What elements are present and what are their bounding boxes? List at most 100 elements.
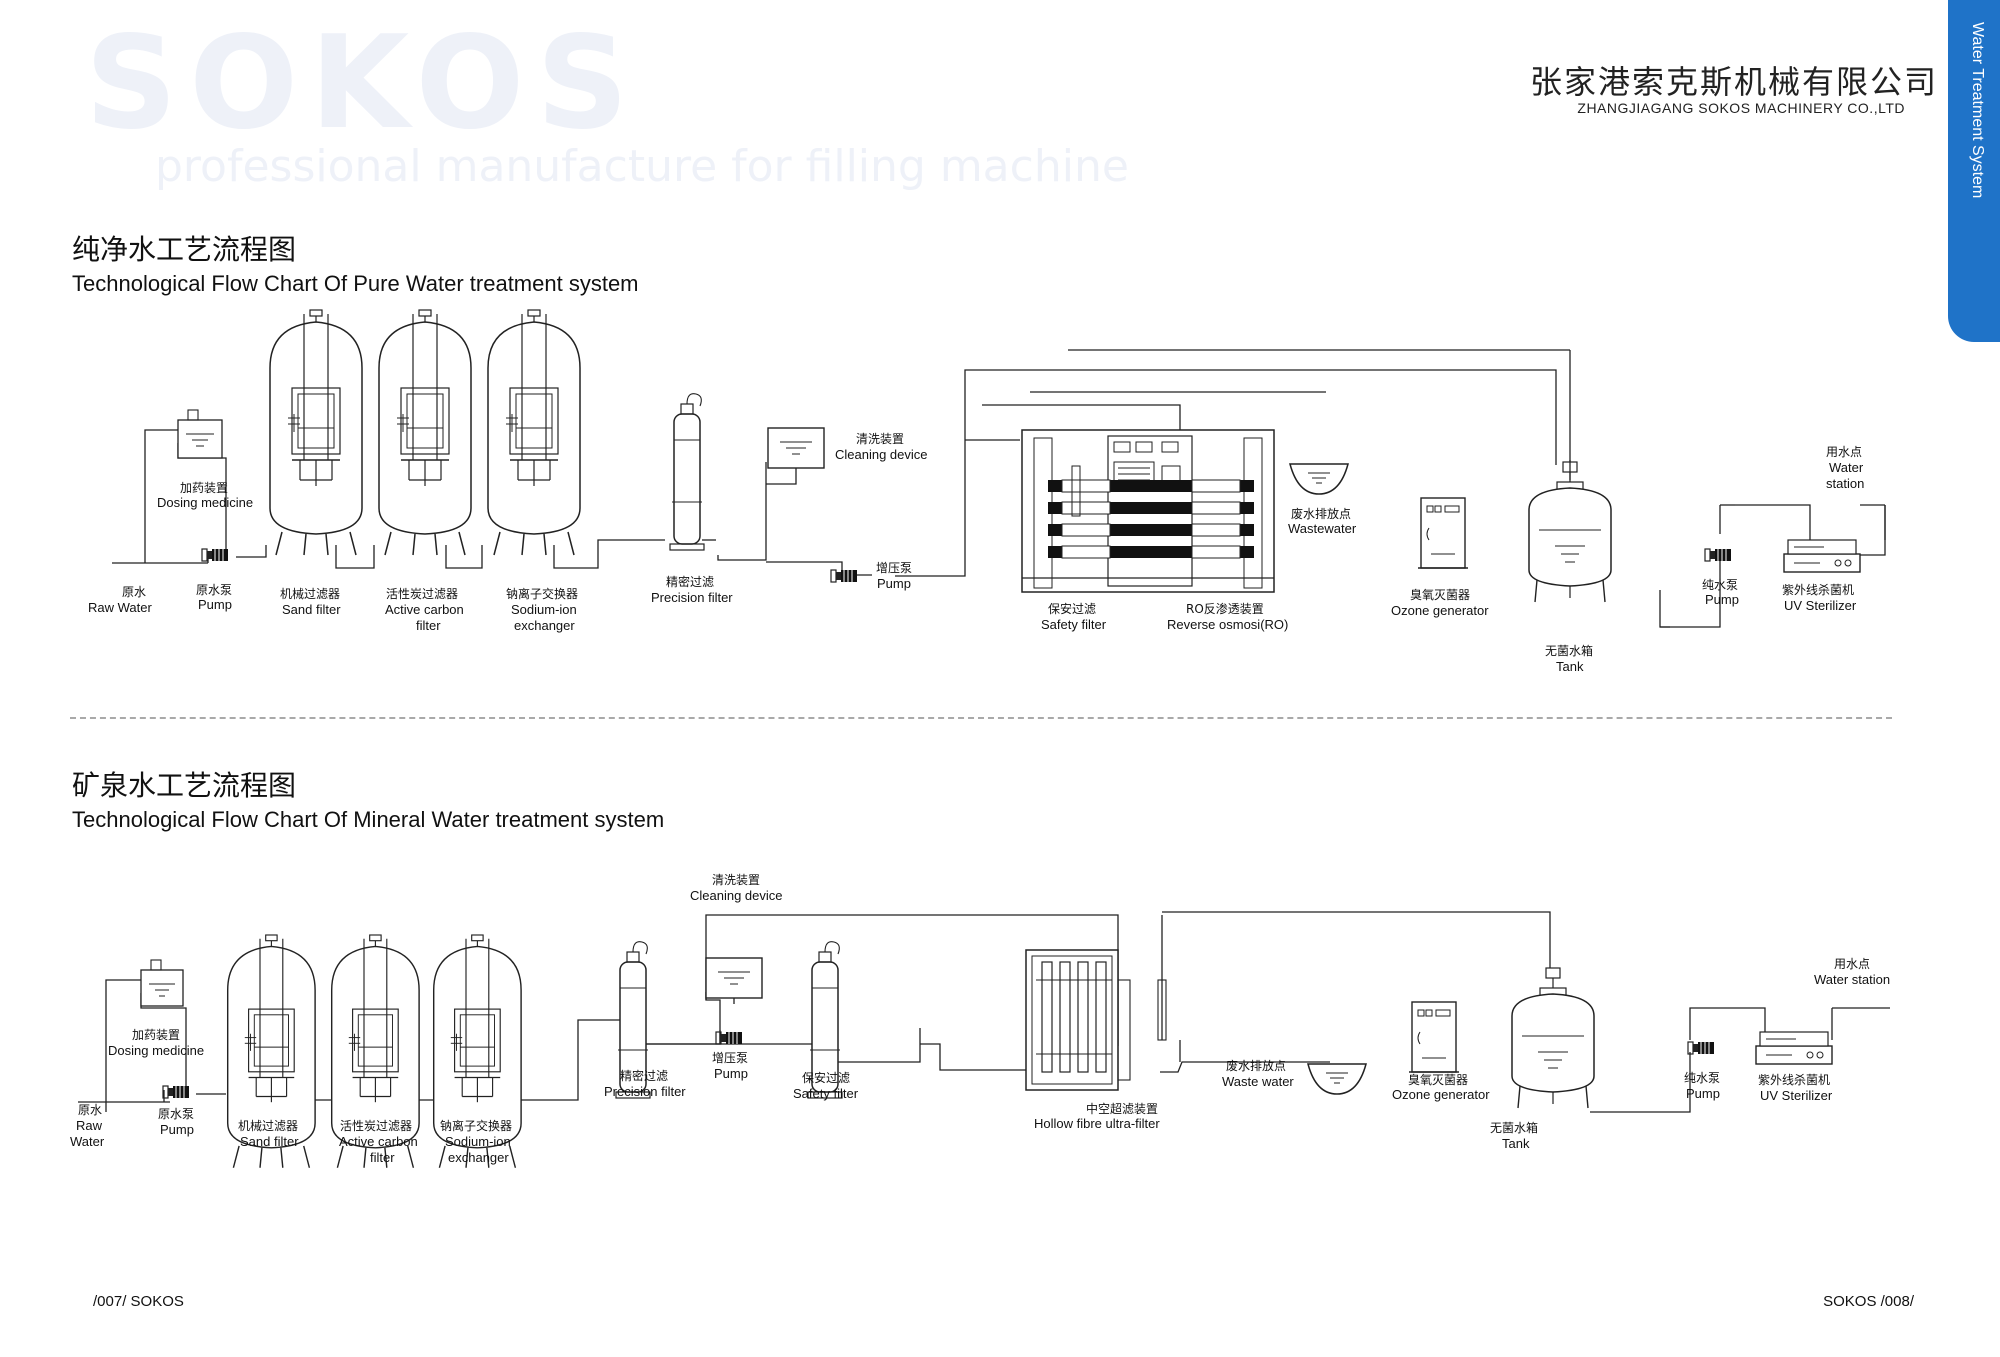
mineral-label-pump1-en: Pump — [160, 1122, 194, 1137]
pure-label-tank-en: Tank — [1556, 659, 1584, 674]
pure-ozone-generator-icon — [1417, 497, 1469, 569]
mineral-label-carbon-en2: filter — [370, 1150, 395, 1165]
side-tab-label: Water Treatment System — [1969, 22, 1986, 199]
mineral-label-station-cn: 用水点 — [1834, 957, 1870, 971]
pure-carbon-filter-icon — [378, 309, 472, 556]
pure-raw-pump-icon — [201, 548, 229, 562]
pure-piping — [112, 349, 1886, 628]
section-divider — [70, 717, 1892, 719]
mineral-water-pump-icon — [1687, 1041, 1715, 1055]
pure-label-boost-cn: 增压泵 — [876, 561, 912, 575]
mineral-label-pump1-cn: 原水泵 — [158, 1107, 194, 1121]
pure-label-station-cn: 用水点 — [1826, 445, 1862, 459]
pure-precision-filter-icon — [669, 392, 705, 551]
mineral-label-uf-en: Hollow fibre ultra-filter — [1034, 1116, 1160, 1131]
pure-label-waste-cn: 废水排放点 — [1291, 506, 1351, 521]
mineral-label-pure-pump-en: Pump — [1686, 1086, 1720, 1101]
mineral-dosing-tank — [140, 959, 184, 1007]
mineral-label-cleaning-cn: 清洗装置 — [712, 873, 760, 887]
pure-label-uv-en: UV Sterilizer — [1784, 598, 1857, 613]
page-number-left: /007/ SOKOS — [93, 1293, 184, 1310]
pure-sodium-exchanger-icon — [487, 309, 581, 556]
pure-label-ozone-en: Ozone generator — [1391, 603, 1489, 618]
mineral-label-raw-water-cn: 原水 — [78, 1103, 102, 1117]
pure-cleaning-device-icon — [767, 427, 825, 469]
mineral-label-sand-cn: 机械过滤器 — [238, 1118, 298, 1133]
pure-ro-unit-icon — [1021, 429, 1275, 593]
pure-label-pure-pump-en: Pump — [1705, 592, 1739, 607]
mineral-ozone-generator-icon — [1408, 1001, 1460, 1073]
mineral-label-tank-en: Tank — [1502, 1136, 1530, 1151]
mineral-label-sand-en: Sand filter — [240, 1134, 299, 1149]
pure-flow-diagram: 原水 Raw Water 原水泵 Pump 加药装置 Dosing medici… — [88, 309, 1886, 674]
mineral-label-precision-cn: 精密过滤 — [620, 1068, 668, 1083]
mineral-label-dosing-en: Dosing medicine — [108, 1043, 204, 1058]
pure-label-dosing-en: Dosing medicine — [157, 495, 253, 510]
mineral-label-tank-cn: 无菌水箱 — [1490, 1120, 1538, 1135]
pure-booster-pump-icon — [830, 569, 858, 583]
mineral-label-sodium-en2: exchanger — [448, 1150, 509, 1165]
pure-label-sodium-cn: 钠离子交换器 — [506, 586, 578, 601]
mineral-raw-pump-icon — [162, 1085, 190, 1099]
pure-label-cleaning-en: Cleaning device — [835, 447, 928, 462]
company-name-en: ZHANGJIAGANG SOKOS MACHINERY CO.,LTD — [1577, 100, 1905, 116]
pure-water-pump-icon — [1704, 548, 1732, 562]
mineral-label-boost-cn: 增压泵 — [712, 1051, 748, 1065]
pure-label-carbon-cn: 活性炭过滤器 — [386, 587, 458, 601]
mineral-label-sodium-cn: 钠离子交换器 — [440, 1118, 512, 1133]
mineral-label-boost-en: Pump — [714, 1066, 748, 1081]
pure-label-sodium-en2: exchanger — [514, 618, 575, 633]
pure-label-ro-cn: RO反渗透装置 — [1186, 601, 1264, 616]
pure-label-raw-water-en: Raw Water — [88, 600, 152, 615]
pure-label-precision-en: Precision filter — [651, 590, 733, 605]
page-number-right: SOKOS /008/ — [1823, 1293, 1914, 1310]
mineral-title-en: Technological Flow Chart Of Mineral Wate… — [72, 807, 665, 832]
pure-title-en: Technological Flow Chart Of Pure Water t… — [72, 271, 639, 296]
mineral-label-station-en: Water station — [1814, 972, 1890, 987]
mineral-label-cleaning-en: Cleaning device — [690, 888, 783, 903]
pure-label-ozone-cn: 臭氧灭菌器 — [1410, 587, 1470, 602]
mineral-uv-sterilizer-icon — [1755, 1031, 1833, 1065]
mineral-label-dosing-cn: 加药装置 — [132, 1028, 180, 1042]
watermark-tagline: professional manufacture for filling mac… — [155, 141, 1129, 192]
mineral-label-precision-en: Precision filter — [604, 1084, 686, 1099]
mineral-label-safety-en: Safety filter — [793, 1086, 859, 1101]
pure-label-ro-en: Reverse osmosi(RO) — [1167, 617, 1288, 632]
pure-label-pump1-en: Pump — [198, 597, 232, 612]
pure-label-pump1-cn: 原水泵 — [196, 583, 232, 597]
mineral-label-raw-water-en2: Water — [70, 1134, 105, 1149]
mineral-label-pure-pump-cn: 纯水泵 — [1684, 1071, 1720, 1085]
company-name-cn: 张家港索克斯机械有限公司 — [1529, 63, 1938, 101]
pure-label-carbon-en2: filter — [416, 618, 441, 633]
mineral-label-waste-en: Waste water — [1222, 1074, 1294, 1089]
pure-label-sodium-en1: Sodium-ion — [511, 602, 577, 617]
mineral-label-waste-cn: 废水排放点 — [1226, 1058, 1286, 1073]
pure-label-sand-cn: 机械过滤器 — [280, 586, 340, 601]
mineral-sterile-tank-icon — [1511, 967, 1595, 1109]
pure-label-tank-cn: 无菌水箱 — [1545, 643, 1593, 658]
pure-dosing-tank — [177, 409, 223, 459]
pure-label-station-en2: station — [1826, 476, 1864, 491]
pure-label-waste-en: Wastewater — [1288, 521, 1357, 536]
pure-label-carbon-en1: Active carbon — [385, 602, 464, 617]
mineral-label-uv-en: UV Sterilizer — [1760, 1088, 1833, 1103]
pure-label-pure-pump-cn: 纯水泵 — [1702, 578, 1738, 592]
pure-label-safety-cn: 保安过滤 — [1048, 601, 1096, 616]
watermark-brand: SOKOS — [85, 9, 641, 158]
pure-label-station-en1: Water — [1829, 460, 1864, 475]
mineral-label-uv-cn: 紫外线杀菌机 — [1758, 1072, 1830, 1087]
mineral-title-cn: 矿泉水工艺流程图 — [72, 769, 297, 802]
side-tab[interactable] — [1948, 0, 2000, 342]
pure-title-cn: 纯净水工艺流程图 — [72, 233, 297, 266]
mineral-flow-diagram: 原水 Raw Water 原水泵 Pump 加药装置 Dosing medici… — [70, 873, 1890, 1169]
mineral-label-carbon-en1: Active carbon — [339, 1134, 418, 1149]
pure-sterile-tank-icon — [1528, 461, 1612, 603]
pure-label-cleaning-cn: 清洗装置 — [856, 432, 904, 446]
pure-uv-sterilizer-icon — [1783, 539, 1861, 573]
mineral-label-raw-water-en1: Raw — [76, 1118, 103, 1133]
pure-label-dosing-cn: 加药装置 — [180, 481, 228, 495]
pure-label-raw-water-cn: 原水 — [122, 585, 146, 599]
mineral-cleaning-device-icon — [705, 957, 763, 999]
mineral-label-ozone-en: Ozone generator — [1392, 1087, 1490, 1102]
